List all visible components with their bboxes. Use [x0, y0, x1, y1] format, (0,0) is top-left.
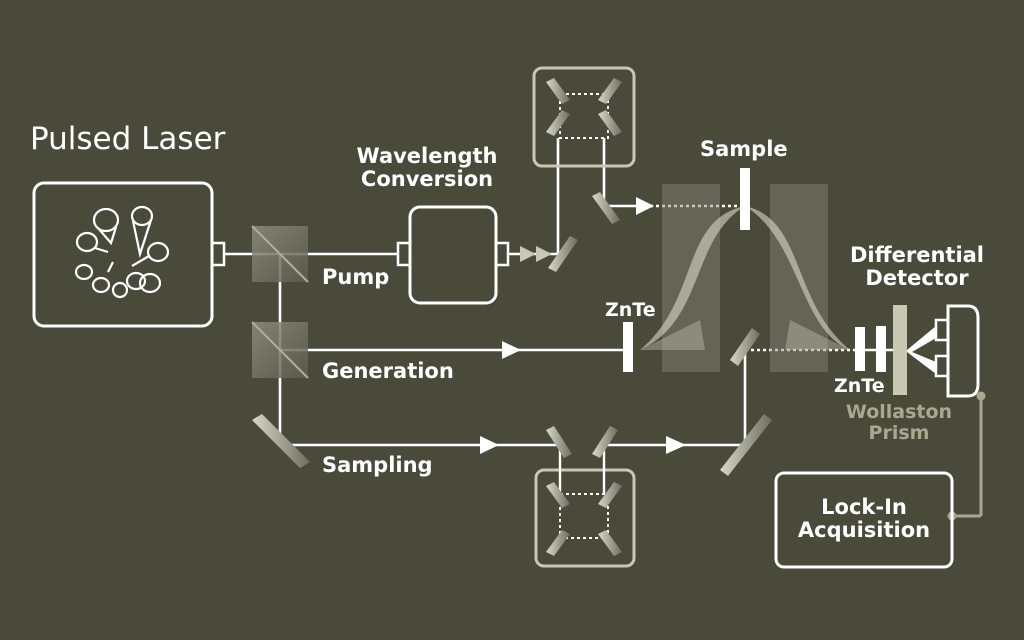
znte-generation-label: ZnTe: [605, 299, 656, 321]
differential-detector: [876, 304, 980, 398]
generation-label: Generation: [322, 359, 454, 383]
wavelength-conversion-unit: [396, 205, 510, 305]
pump-arrows: [520, 246, 552, 262]
lockin-acquisition-box: [774, 471, 954, 569]
sampling-steering-mirror: [720, 414, 772, 476]
wavelength-conversion-line1: Wavelength: [356, 144, 498, 168]
znte-generation-crystal: [623, 322, 633, 372]
generation-splitter: [251, 321, 309, 379]
pump-label: Pump: [322, 265, 390, 289]
parabolic-mirror-assembly: [640, 184, 850, 372]
znte-detection-crystal: [855, 327, 865, 371]
lockin-line1: Lock-In: [821, 495, 907, 519]
pump-delay-stage: [532, 66, 636, 272]
wollaston-line1: Wollaston: [845, 401, 953, 423]
znte-detection-label: ZnTe: [834, 375, 885, 397]
lockin-acquisition-label: Lock-In Acquisition: [776, 495, 952, 543]
sampling-delay-stage: [534, 426, 636, 568]
dotted-beams: [650, 204, 856, 352]
sample-plate: [740, 168, 750, 230]
wavelength-conversion-label: Wavelength Conversion: [352, 144, 502, 192]
pulsed-laser-label: Pulsed Laser: [30, 121, 226, 157]
lockin-line2: Acquisition: [797, 518, 931, 543]
differential-detector-line2: Detector: [865, 266, 969, 291]
arrow-sampling-2: [666, 436, 686, 454]
differential-detector-label: Differential Detector: [842, 243, 992, 291]
pump-splitter: [251, 225, 309, 283]
beam-arrows: [480, 197, 686, 454]
sampling-mirror: [252, 414, 310, 468]
differential-detector-line1: Differential: [849, 243, 985, 267]
arrow-sampling-1: [480, 436, 499, 454]
wollaston-prism-label: Wollaston Prism: [836, 402, 962, 444]
detection-mirror: [730, 328, 760, 366]
beam-splitters: [251, 225, 310, 468]
sample-label: Sample: [700, 137, 788, 161]
sampling-label: Sampling: [322, 453, 433, 477]
laser-flower-icon: [74, 205, 170, 299]
wavelength-conversion-line2: Conversion: [360, 167, 494, 192]
pulsed-laser: [32, 181, 226, 328]
arrow-generation: [502, 341, 521, 359]
wollaston-line2: Prism: [868, 421, 930, 444]
arrow-pump-sample: [636, 197, 654, 215]
